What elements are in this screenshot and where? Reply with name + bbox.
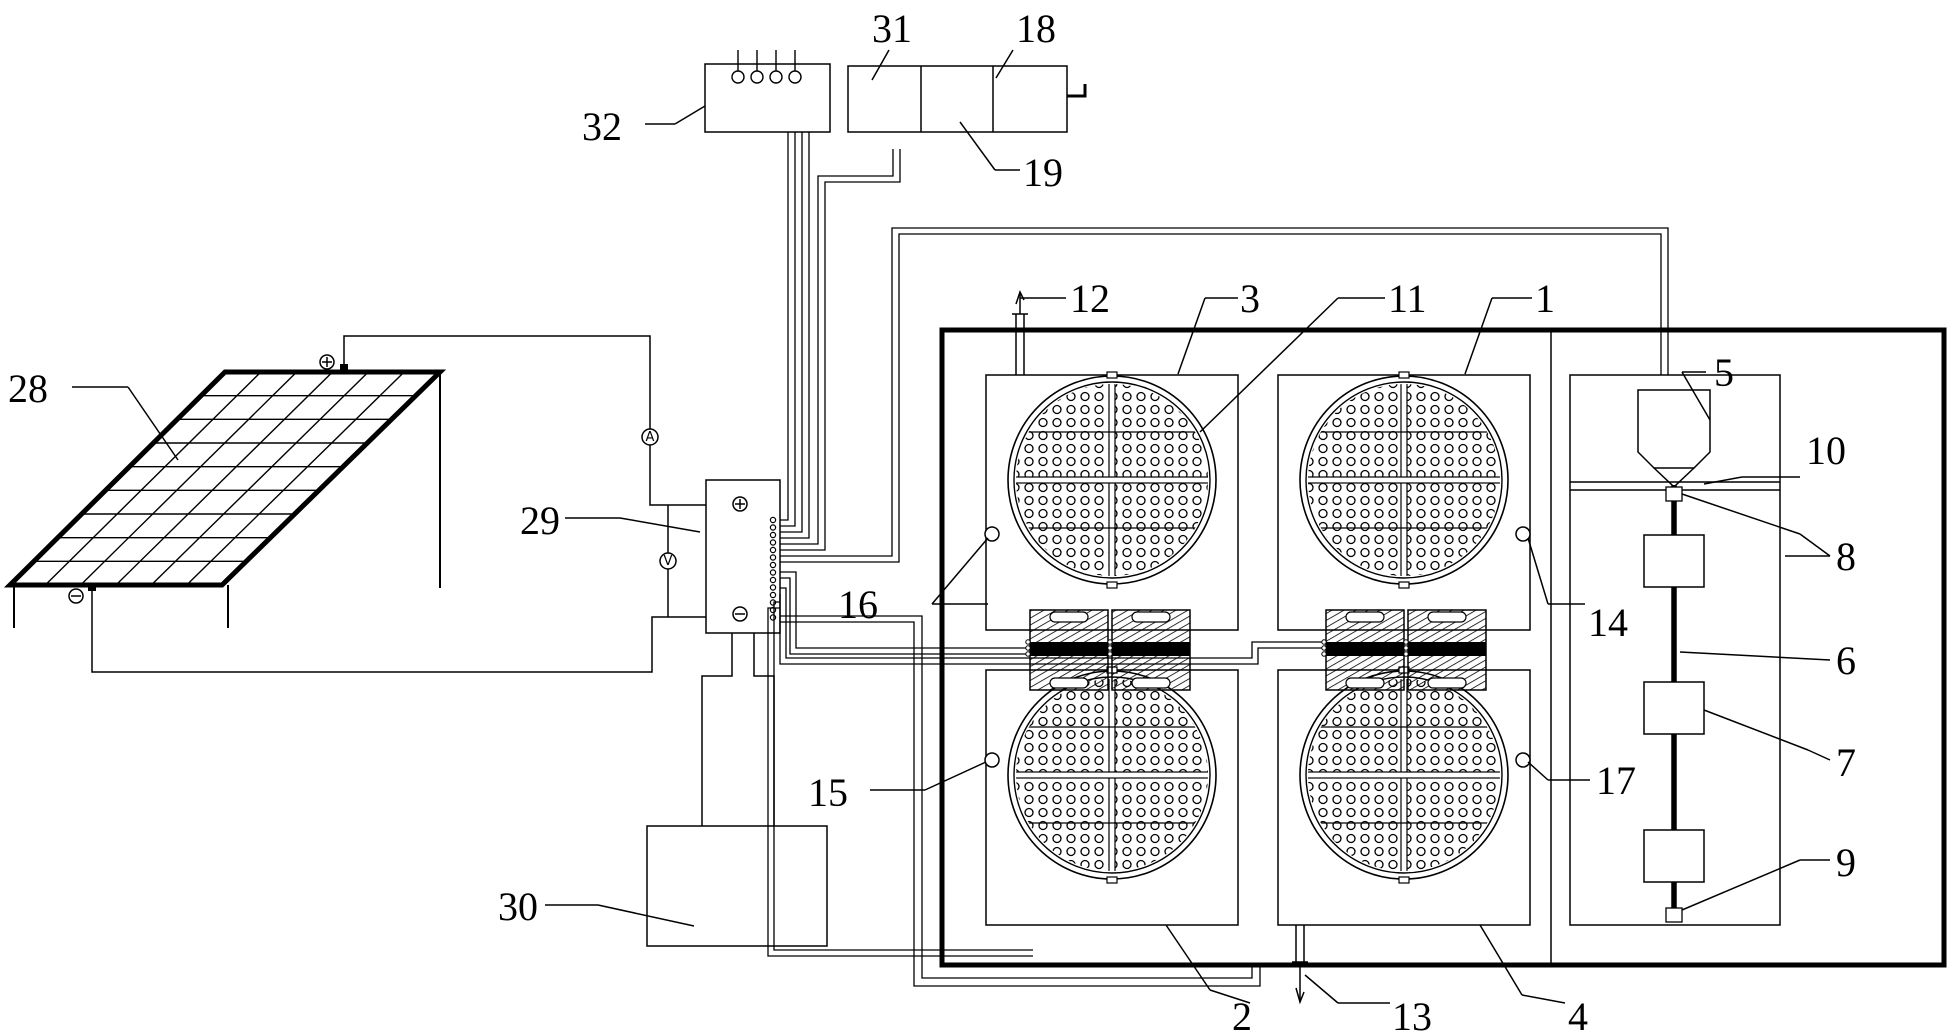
valve-12 — [1012, 290, 1028, 375]
coil-pump — [1107, 609, 1191, 691]
panel-minus-terminal — [68, 588, 84, 604]
battery-wiring — [701, 633, 775, 826]
label-32: 32 — [582, 104, 622, 149]
sensor-box — [704, 50, 831, 133]
electrode-disc — [1299, 371, 1509, 589]
port-dot — [769, 546, 777, 554]
port-dot — [769, 569, 777, 576]
port-dot — [769, 591, 777, 599]
label-15: 15 — [808, 770, 848, 815]
sensor-knob — [769, 70, 783, 84]
electrode-disc — [1007, 371, 1217, 589]
port-dot — [769, 516, 777, 524]
port-dot — [769, 584, 777, 591]
label-19: 19 — [1023, 150, 1063, 195]
control-cables — [767, 132, 1669, 987]
coil-pump — [1321, 609, 1405, 691]
voltmeter-icon: V — [659, 552, 677, 570]
leader-lines — [72, 49, 1831, 1004]
port-dot — [769, 539, 777, 546]
solar-panel — [3, 364, 447, 628]
probe-15 — [984, 752, 1000, 768]
port-dot — [769, 576, 777, 584]
sensor-knob — [731, 70, 745, 84]
label-1: 1 — [1535, 276, 1555, 321]
label-5: 5 — [1714, 350, 1734, 395]
label-29: 29 — [520, 498, 560, 543]
sensor-knob — [788, 70, 802, 84]
svg-text:V: V — [664, 554, 673, 569]
svg-text:A: A — [646, 430, 655, 445]
label-3: 3 — [1240, 276, 1260, 321]
label-17: 17 — [1596, 758, 1636, 803]
label-12: 12 — [1070, 276, 1110, 321]
port-dot — [769, 561, 777, 569]
label-31: 31 — [872, 6, 912, 51]
label-2: 2 — [1232, 994, 1252, 1031]
callout-labels: 28 29 30 32 31 18 19 12 3 11 1 5 10 8 6 … — [8, 6, 1856, 1036]
coil-pump — [1403, 609, 1487, 691]
label-16: 16 — [838, 582, 878, 627]
port-dot — [769, 554, 777, 561]
label-8: 8 — [1836, 534, 1856, 579]
panel-plus-terminal — [319, 354, 335, 370]
label-11: 11 — [1388, 276, 1427, 321]
probe-14 — [1515, 526, 1531, 542]
right-chamber — [1569, 374, 1781, 926]
coil-pump — [1025, 609, 1109, 691]
instrument-box — [847, 65, 1087, 133]
probe-17 — [1515, 752, 1531, 768]
label-7: 7 — [1836, 740, 1856, 785]
main-tank — [939, 327, 1947, 968]
ammeter-icon: A — [641, 428, 659, 446]
valve-13 — [1292, 925, 1308, 1005]
label-30: 30 — [498, 884, 538, 929]
port-dot — [769, 531, 777, 539]
label-9: 9 — [1836, 840, 1856, 885]
label-18: 18 — [1016, 6, 1056, 51]
label-6: 6 — [1836, 638, 1856, 683]
label-4: 4 — [1568, 994, 1588, 1031]
label-14: 14 — [1588, 600, 1628, 645]
port-dot — [769, 524, 777, 531]
electrode-disc — [1299, 666, 1509, 884]
sensor-knob — [750, 70, 764, 84]
battery-box — [646, 825, 828, 947]
label-28: 28 — [8, 366, 48, 411]
controller-box — [705, 479, 781, 634]
label-10: 10 — [1806, 428, 1846, 473]
probe-16 — [984, 526, 1000, 542]
port-dot — [769, 614, 777, 621]
label-13: 13 — [1392, 994, 1432, 1031]
electrode-disc — [1007, 666, 1217, 884]
